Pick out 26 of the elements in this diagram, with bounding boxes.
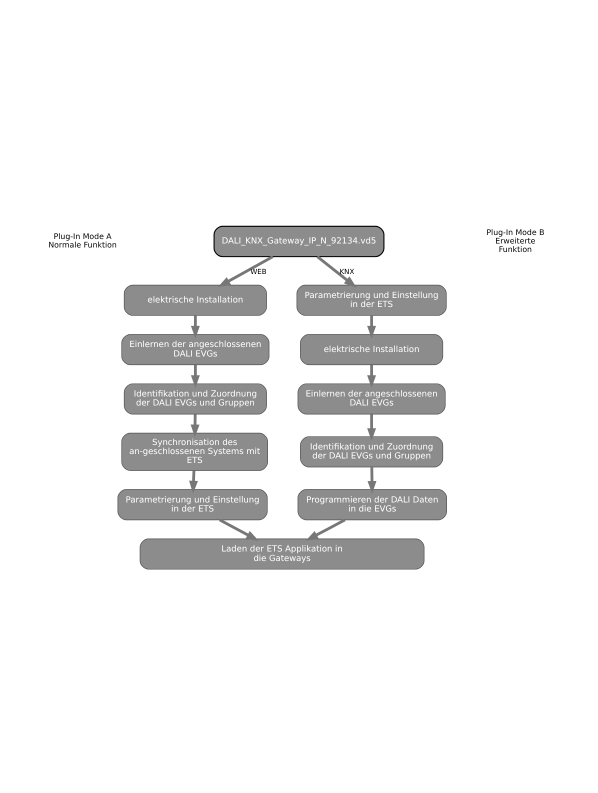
arrow [218, 255, 274, 288]
arrow [367, 414, 376, 441]
arrow [189, 470, 198, 494]
arrow [190, 316, 200, 339]
edge-label: WEB [250, 266, 267, 276]
node-box: Synchronisation des an-geschlossenen Systems mit ETS [121, 432, 268, 471]
node-box: elektrische Installation [300, 334, 444, 366]
node-box: Identifikation und Zuordnung der DALI EVGs und Gruppen [124, 383, 267, 414]
arrow [316, 256, 357, 288]
arrow [368, 467, 376, 494]
node-box: Einlernen der angeschlossenen DALI EVGs [121, 334, 270, 366]
node-box: DALI_KNX_Gateway_IP_N_92134.vd5 [214, 226, 384, 258]
arrow [367, 316, 376, 339]
node-box: Parametrierung und Einstellung in der ETS [118, 489, 268, 520]
arrow [190, 364, 200, 388]
arrow [190, 414, 200, 438]
arrow [367, 364, 376, 388]
node-box: elektrische Installation [124, 284, 267, 316]
arrow [219, 518, 259, 541]
arrow [306, 518, 346, 541]
node-box: Laden der ETS Applikation in die Gateways [140, 538, 424, 570]
node-box: Identifikation und Zuordnung der DALI EVGs und Gruppen [300, 436, 444, 468]
node-box: Parametrierung und Einstellung in der ETS [296, 284, 447, 316]
edge-label: KNX [340, 266, 354, 276]
node-box: Einlernen der angeschlossenen DALI EVGs [298, 383, 446, 414]
node-box: Programmieren der DALI Daten in die EVGs [298, 489, 448, 520]
